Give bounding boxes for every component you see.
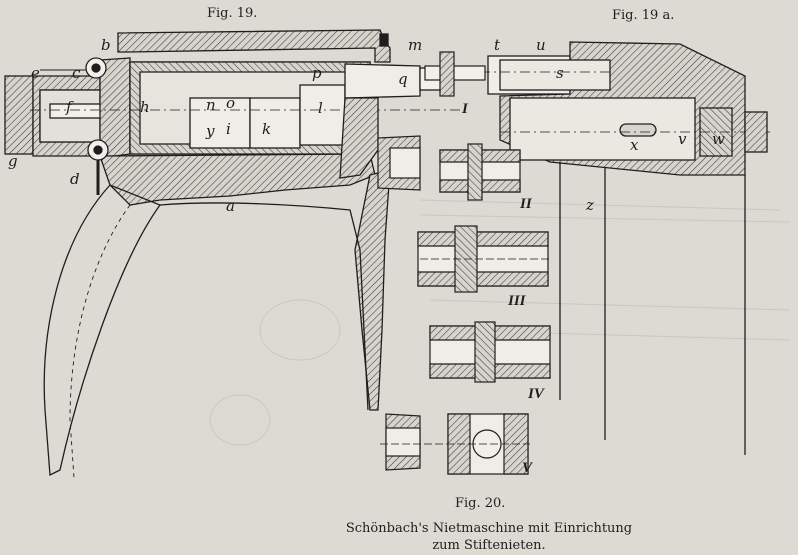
- stage-ii-sketch: [439, 143, 521, 201]
- lower-frame: [99, 153, 376, 206]
- label-i: i: [226, 120, 231, 138]
- label-k: k: [262, 120, 272, 138]
- plunger-i: [189, 97, 251, 149]
- label-a: a: [226, 197, 235, 215]
- caption-line1: Schönbach's Nietmaschine mit Einrichtung: [345, 521, 633, 536]
- label-q: q: [398, 70, 408, 88]
- stage-i-sketch: [424, 51, 486, 97]
- slide-v: [509, 97, 696, 161]
- label-h: h: [140, 98, 150, 116]
- frame-jaw: [354, 169, 391, 411]
- stage-label-v: V: [522, 460, 533, 476]
- label-o: o: [226, 94, 236, 112]
- caption-line2: zum Stiftenieten.: [432, 538, 546, 553]
- label-t: t: [494, 36, 501, 54]
- stage-label-iii: III: [508, 293, 526, 309]
- label-d: d: [70, 170, 80, 188]
- label-g: g: [8, 152, 18, 170]
- label-z: z: [586, 196, 594, 214]
- label-w: w: [712, 130, 725, 148]
- stage-v-sketch: [380, 413, 530, 475]
- stage-label-i: I: [462, 101, 468, 117]
- die-cups: [377, 135, 421, 471]
- label-n: n: [206, 96, 216, 114]
- label-s: s: [556, 64, 564, 82]
- fig19-machine: [4, 29, 470, 479]
- fig20-title: Fig. 20.: [455, 496, 506, 511]
- top-housing: [117, 29, 391, 63]
- label-y: y: [206, 122, 215, 140]
- label-v: v: [678, 130, 687, 148]
- label-p: p: [312, 64, 322, 82]
- slot-x: [619, 123, 657, 137]
- fig19-title: Fig. 19.: [207, 6, 258, 21]
- front-block: [339, 97, 379, 179]
- stage-iii-sketch: [417, 225, 550, 293]
- fig19a-head: [480, 41, 770, 455]
- label-b: b: [101, 36, 111, 54]
- label-u: u: [536, 36, 546, 54]
- cylinder-cover: [4, 75, 34, 155]
- label-l: l: [318, 99, 323, 117]
- slot-s: [499, 59, 611, 91]
- stage-label-iv: IV: [528, 386, 544, 402]
- label-f: f: [66, 98, 72, 116]
- plunger-l: [299, 84, 346, 146]
- label-e: e: [31, 64, 40, 82]
- frame-arm: [43, 184, 162, 477]
- fig20-stages: [377, 51, 551, 475]
- label-x: x: [630, 136, 639, 154]
- stage-label-ii: II: [520, 196, 532, 212]
- fig19a-title: Fig. 19 a.: [612, 8, 675, 23]
- label-c: c: [72, 64, 81, 82]
- label-m: m: [408, 36, 423, 54]
- stage-iv-sketch: [429, 321, 551, 383]
- plunger-k: [249, 97, 301, 149]
- die-holder: [344, 63, 421, 99]
